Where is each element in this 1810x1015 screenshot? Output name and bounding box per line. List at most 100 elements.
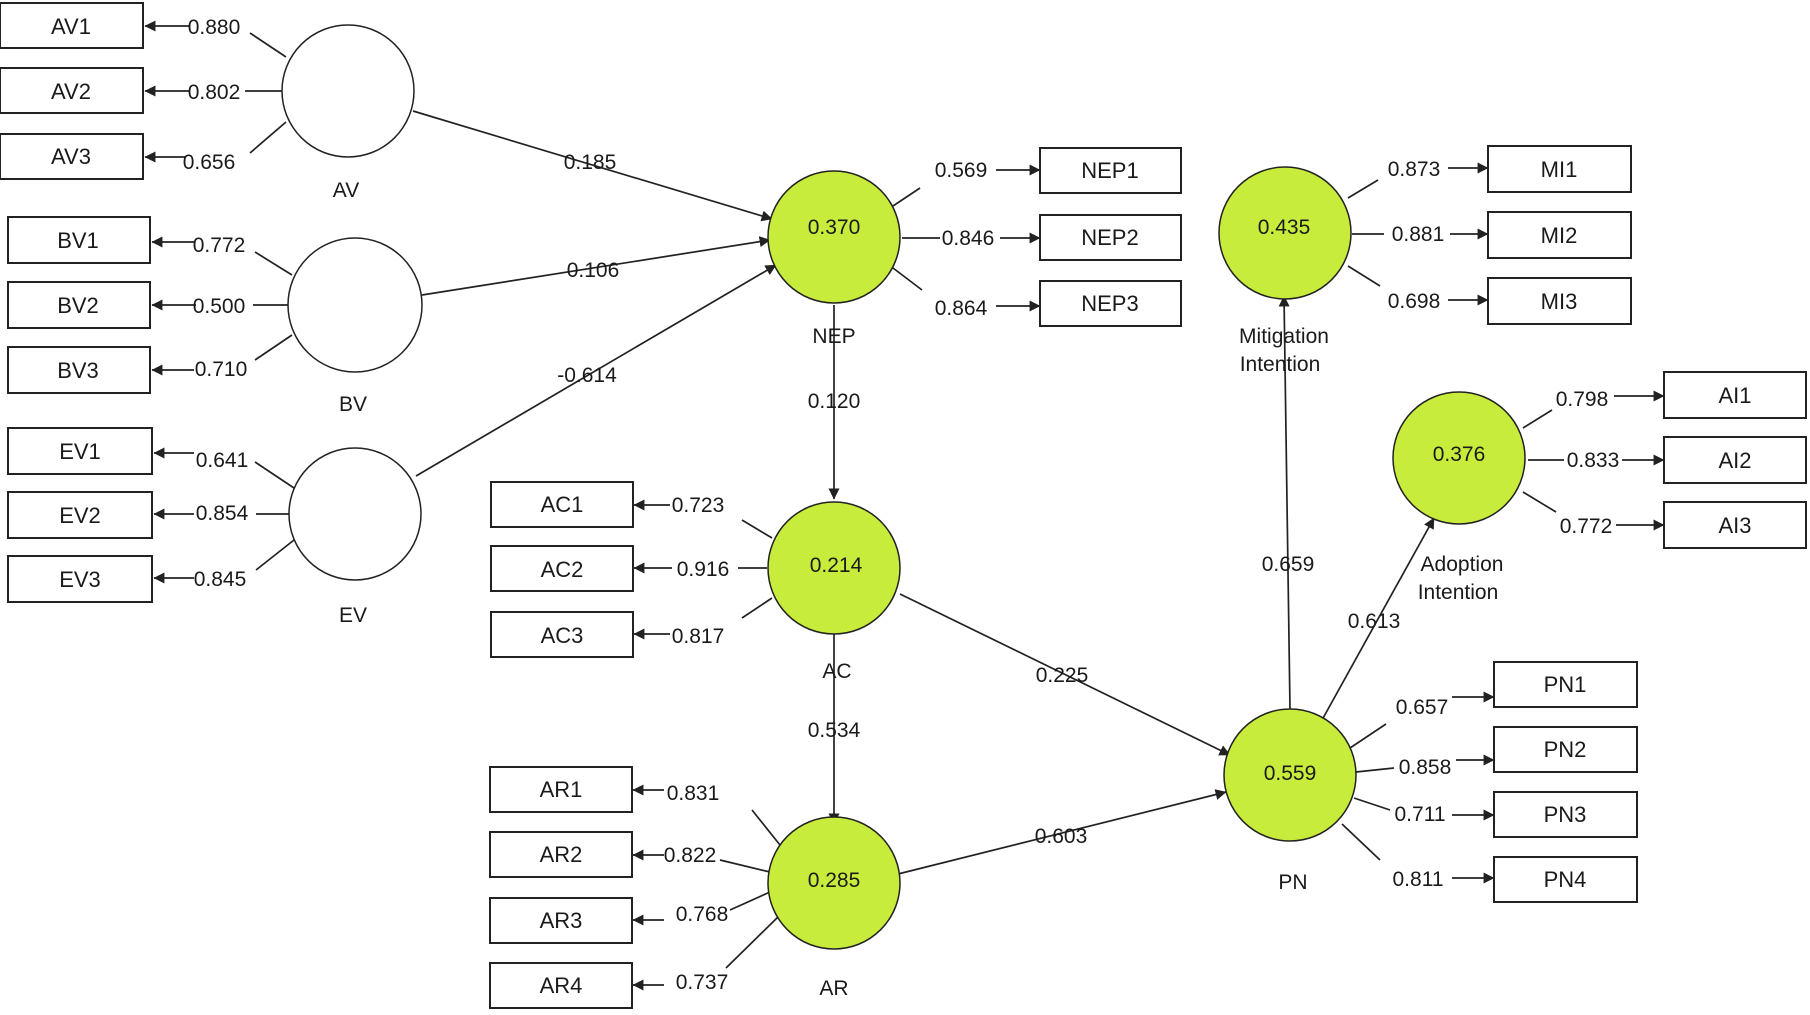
path-av-nep-arrow [412, 110, 773, 222]
construct-pn-circle [1223, 708, 1357, 842]
loading-values: 0.880 0.802 0.656 0.772 0.500 0.710 0.64… [183, 16, 1620, 994]
svg-text:EV1: EV1 [59, 439, 101, 464]
svg-text:AV1: AV1 [51, 14, 91, 39]
indicator-ar3: AR3 [489, 897, 633, 944]
construct-mitigation-intention: 0.435 Mitigation Intention [1218, 166, 1352, 376]
svg-text:AI2: AI2 [1718, 448, 1751, 473]
coef-ac-ar: 0.534 [808, 719, 861, 742]
svg-text:AR4: AR4 [540, 973, 583, 998]
indicator-nep1: NEP1 [1039, 147, 1182, 194]
path-coefficients: 0.185 0.106 -0.614 0.120 0.534 0.225 0.6… [557, 151, 1400, 848]
loading-ev3: 0.845 [194, 568, 247, 591]
construct-adoption-intention: 0.376 Adoption Intention [1392, 391, 1526, 604]
loading-ar3: 0.768 [676, 903, 729, 926]
coef-ar-pn: 0.603 [1035, 825, 1088, 848]
construct-mi-circle [1218, 166, 1352, 300]
construct-bv: BV [287, 237, 423, 416]
construct-ev-circle [288, 447, 422, 581]
structural-paths [412, 110, 1435, 875]
loading-av2: 0.802 [188, 81, 241, 104]
indicator-nep3: NEP3 [1039, 280, 1182, 327]
coef-nep-ac: 0.120 [808, 390, 861, 413]
loading-ev1: 0.641 [196, 449, 249, 472]
construct-ar-r2: 0.285 [808, 869, 861, 892]
loading-ai1: 0.798 [1556, 388, 1609, 411]
loading-pn4: 0.811 [1393, 868, 1444, 891]
coef-bv-nep: 0.106 [567, 259, 620, 282]
indicator-ar1: AR1 [489, 766, 633, 813]
construct-ar: 0.285 AR [767, 816, 901, 1000]
construct-ar-label: AR [819, 977, 848, 1000]
construct-pn: 0.559 PN [1223, 708, 1357, 894]
loading-av3: 0.656 [183, 151, 236, 174]
latent-constructs: AV BV EV 0.370 NEP 0.214 AC 0.285 AR 0.4… [281, 24, 1526, 1000]
loading-pn2: 0.858 [1399, 756, 1452, 779]
construct-ai-label-line1: Adoption [1421, 553, 1504, 576]
loading-ai2: 0.833 [1567, 449, 1620, 472]
indicator-ev2: EV2 [7, 491, 153, 539]
construct-av-circle [281, 24, 415, 158]
construct-mi-label-line1: Mitigation [1239, 325, 1329, 348]
coef-pn-ai: 0.613 [1348, 610, 1401, 633]
construct-ev-label: EV [339, 604, 367, 627]
loading-ar1: 0.831 [667, 782, 720, 805]
construct-ac-r2: 0.214 [810, 554, 863, 577]
loading-mi2: 0.881 [1392, 223, 1445, 246]
loading-nep2: 0.846 [942, 227, 995, 250]
svg-text:AC2: AC2 [541, 557, 584, 582]
indicator-ac2: AC2 [490, 545, 634, 592]
construct-ai-label-line2: Intention [1418, 581, 1499, 604]
indicator-ai1: AI1 [1663, 371, 1807, 419]
path-pn-mi-arrow [1278, 295, 1291, 710]
indicator-pn3: PN3 [1493, 791, 1638, 838]
loading-mi1: 0.873 [1388, 158, 1441, 181]
svg-text:MI1: MI1 [1541, 157, 1578, 182]
svg-text:NEP2: NEP2 [1081, 225, 1138, 250]
construct-pn-r2: 0.559 [1264, 762, 1317, 785]
svg-text:NEP3: NEP3 [1081, 291, 1138, 316]
path-ac-pn-arrow [899, 593, 1231, 756]
indicator-av2: AV2 [0, 67, 144, 114]
indicator-av3: AV3 [0, 133, 144, 180]
construct-ar-circle [767, 816, 901, 950]
loading-pn3: 0.711 [1395, 803, 1446, 826]
svg-text:EV2: EV2 [59, 503, 101, 528]
indicator-ai3: AI3 [1663, 501, 1807, 549]
construct-ac-label: AC [822, 660, 851, 683]
svg-text:BV1: BV1 [57, 228, 99, 253]
svg-text:AR1: AR1 [540, 777, 583, 802]
construct-bv-circle [287, 237, 423, 373]
path-pn-ai-arrow [1321, 517, 1435, 721]
construct-nep: 0.370 NEP [767, 170, 901, 348]
path-ar-pn-arrow [897, 789, 1227, 875]
loading-ar4: 0.737 [676, 971, 729, 994]
construct-ac-circle [767, 501, 901, 635]
loading-ar2: 0.822 [664, 844, 717, 867]
coef-av-nep: 0.185 [564, 151, 617, 174]
indicator-ar2: AR2 [489, 831, 633, 878]
indicator-bv2: BV2 [7, 281, 151, 329]
indicator-pn1: PN1 [1493, 661, 1638, 708]
svg-text:NEP1: NEP1 [1081, 158, 1138, 183]
indicator-av1: AV1 [0, 2, 144, 49]
loading-nep3: 0.864 [935, 297, 988, 320]
indicator-mi1: MI1 [1487, 145, 1632, 193]
svg-text:PN4: PN4 [1544, 867, 1587, 892]
indicator-bv3: BV3 [7, 346, 151, 394]
svg-text:EV3: EV3 [59, 567, 101, 592]
indicator-ev1: EV1 [7, 427, 153, 475]
indicator-nep2: NEP2 [1039, 214, 1182, 261]
indicator-bv1: BV1 [7, 216, 151, 264]
construct-pn-label: PN [1278, 871, 1307, 894]
loading-ai3: 0.772 [1560, 515, 1613, 538]
svg-text:BV2: BV2 [57, 293, 99, 318]
loading-ac2: 0.916 [677, 558, 730, 581]
svg-text:PN2: PN2 [1544, 737, 1587, 762]
coef-pn-mi: 0.659 [1262, 553, 1315, 576]
svg-text:AR2: AR2 [540, 842, 583, 867]
svg-text:AC1: AC1 [541, 492, 584, 517]
indicator-mi2: MI2 [1487, 211, 1632, 259]
svg-text:AV2: AV2 [51, 79, 91, 104]
